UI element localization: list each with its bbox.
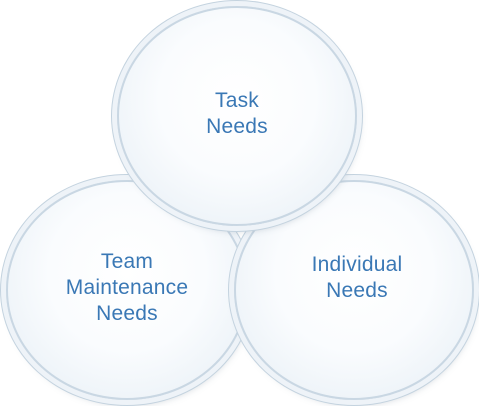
task-needs-label: Task Needs xyxy=(206,89,268,138)
individual-needs-circle: Individual Needs xyxy=(234,180,474,400)
team-maintenance-needs-label: Team Maintenance Needs xyxy=(65,250,189,325)
task-needs-circle: Task Needs xyxy=(117,6,357,226)
individual-needs-label: Individual Needs xyxy=(311,253,403,302)
